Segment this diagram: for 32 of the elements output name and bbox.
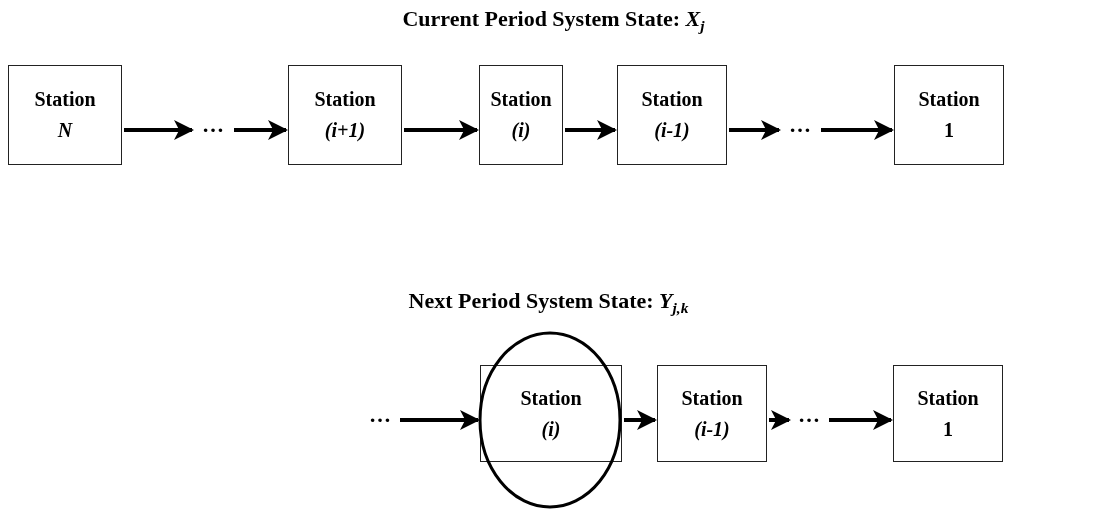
- arrow: [124, 120, 194, 140]
- station-box: [479, 65, 563, 165]
- arrow: [400, 410, 480, 430]
- station-label: Station (i): [519, 385, 583, 443]
- arrow: [769, 410, 791, 430]
- station-label: Station (i-1): [680, 385, 744, 443]
- station-box: [617, 65, 727, 165]
- arrow: [565, 120, 617, 140]
- station-label: Station (i+1): [313, 87, 377, 144]
- station-box: [288, 65, 402, 165]
- section-heading: Next Period System State: Y$_{j,k}$: [408, 288, 689, 318]
- ellipsis-text: …: [202, 114, 224, 136]
- station-label: Station 1: [917, 87, 981, 143]
- station-box: [8, 65, 122, 165]
- arrow: [829, 410, 893, 430]
- station-label: Station N: [33, 87, 97, 143]
- ellipsis-text: …: [798, 404, 820, 426]
- ellipsis-text: …: [369, 404, 391, 426]
- station-box: [480, 365, 622, 462]
- station-box: [657, 365, 767, 462]
- arrow: [624, 410, 657, 430]
- station-label: Station 1: [916, 385, 980, 442]
- diagram-title: Current Period System State: X$_{j}$: [401, 6, 705, 36]
- ellipsis-text: …: [789, 114, 811, 136]
- station-label: Station (i-1): [640, 87, 704, 144]
- station-box: [894, 65, 1004, 165]
- arrow: [404, 120, 479, 140]
- arrow: [729, 120, 781, 140]
- station-box: [893, 365, 1003, 462]
- arrow: [234, 120, 288, 140]
- station-label: Station (i): [489, 87, 553, 144]
- arrow: [821, 120, 894, 140]
